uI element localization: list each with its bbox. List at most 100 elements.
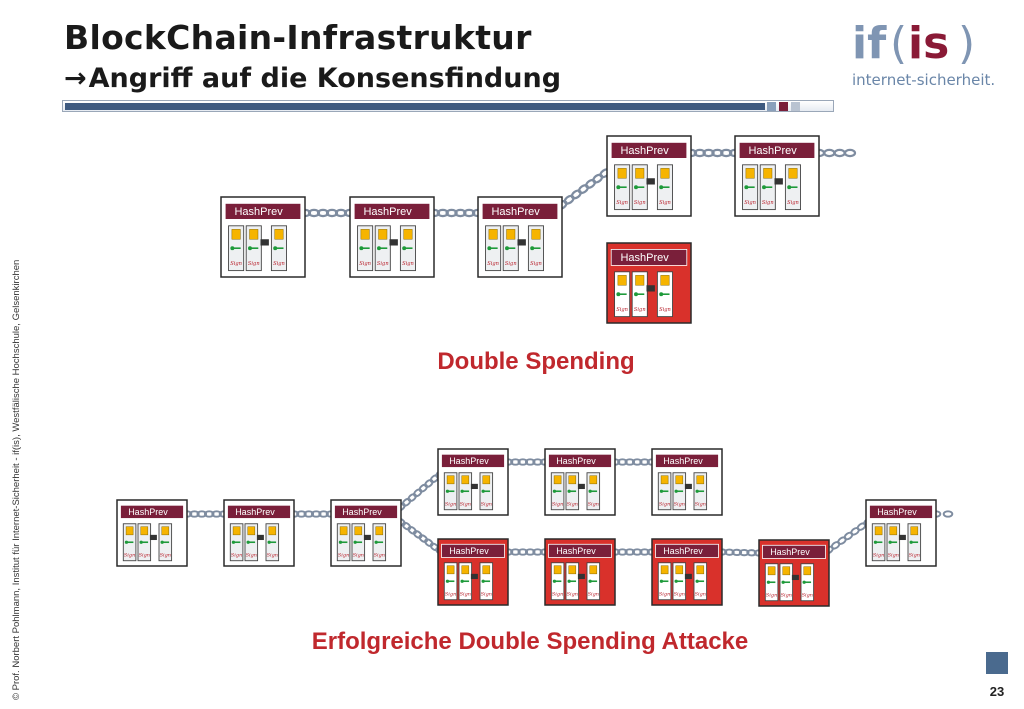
- key-icon-head: [481, 489, 485, 493]
- chain-link: [524, 458, 536, 466]
- sign-label: Sign: [273, 261, 285, 267]
- chain-link: [196, 510, 208, 518]
- ellipsis-marker: [684, 483, 692, 490]
- key-icon-head: [659, 185, 664, 190]
- sign-label: Sign: [588, 501, 599, 507]
- chain-link: [413, 488, 423, 498]
- sign-label: Sign: [481, 591, 492, 597]
- coin-icon: [461, 565, 470, 575]
- coin-icon: [249, 229, 259, 240]
- coin-icon: [635, 168, 645, 179]
- svg-text:is: is: [908, 18, 949, 69]
- key-icon-head: [445, 579, 450, 583]
- key-icon-head: [460, 489, 464, 493]
- chain-link: [693, 148, 706, 158]
- key-icon-head: [230, 246, 235, 251]
- logo-tagline: internet-sicherheit.: [852, 71, 996, 89]
- coin-icon: [617, 275, 627, 286]
- coin-icon: [161, 526, 170, 536]
- block-header: [655, 543, 719, 558]
- sign-label: Sign: [139, 552, 150, 558]
- ifis-logo: if ( is ): [852, 18, 975, 69]
- chain-link-connector: [427, 208, 485, 218]
- key-icon-head: [374, 540, 378, 544]
- coin-icon: [910, 526, 919, 536]
- sign-label: Sign: [230, 261, 242, 267]
- coin-icon: [660, 565, 669, 575]
- key-icon-head: [567, 489, 571, 493]
- key-icon-head: [530, 246, 535, 251]
- title-bar-square: [779, 102, 788, 111]
- chain-link: [524, 548, 536, 556]
- chain-link: [203, 510, 215, 518]
- chain-link: [510, 458, 521, 466]
- sign-label: Sign: [359, 261, 371, 267]
- sign-label: Sign: [160, 552, 171, 558]
- coin-icon: [553, 565, 562, 575]
- hashprev-label: HashPrev: [491, 206, 540, 218]
- chain-link: [412, 530, 423, 539]
- block-header: [224, 202, 302, 220]
- chain-link: [617, 548, 628, 556]
- key-icon-head: [160, 540, 164, 544]
- hashprev-label: HashPrev: [877, 507, 917, 517]
- key-icon-head: [873, 540, 878, 544]
- chain-link: [517, 548, 529, 556]
- key-icon-head: [567, 579, 571, 583]
- page-number-box: [986, 652, 1008, 674]
- coin-icon: [788, 168, 798, 179]
- coin-icon: [231, 229, 241, 240]
- sign-label: Sign: [445, 501, 456, 507]
- coin-icon: [660, 168, 670, 179]
- chain-link: [720, 148, 733, 158]
- chain-link: [318, 510, 329, 518]
- coin-icon: [635, 275, 645, 286]
- coin-icon: [461, 475, 470, 485]
- sign-label: Sign: [659, 307, 671, 313]
- sign-label: Sign: [402, 261, 414, 267]
- coin-icon: [488, 229, 498, 240]
- coin-icon: [767, 566, 776, 576]
- ellipsis-marker: [363, 534, 371, 541]
- chain-link: [711, 148, 724, 158]
- chain-link: [445, 208, 458, 218]
- coin-icon: [274, 229, 284, 240]
- chain-link: [942, 510, 954, 518]
- coin-icon: [568, 475, 577, 485]
- chain-link: [463, 208, 476, 218]
- page-subtitle: →Angriff auf die Konsensfindung: [64, 62, 561, 96]
- ellipsis-marker: [389, 239, 398, 246]
- key-icon-head: [588, 489, 592, 493]
- sign-label: Sign: [616, 307, 628, 313]
- sign-label: Sign: [659, 501, 670, 507]
- coin-icon: [675, 565, 684, 575]
- coin-icon: [675, 475, 684, 485]
- chain-link: [563, 194, 575, 205]
- coin-icon: [553, 475, 562, 485]
- coin-icon: [232, 526, 241, 536]
- hashprev-label: HashPrev: [234, 206, 283, 218]
- coin-icon: [660, 275, 670, 286]
- chain-link: [639, 458, 650, 466]
- coin-icon: [403, 229, 413, 240]
- chain-link: [823, 148, 836, 158]
- hashprev-label: HashPrev: [770, 547, 810, 557]
- key-icon-head: [634, 292, 638, 297]
- arrow-right-icon: →: [64, 63, 87, 94]
- chain-link-connector: [609, 458, 658, 466]
- key-icon-head: [353, 540, 357, 544]
- chain-link: [517, 458, 529, 466]
- chain-link: [418, 483, 428, 493]
- chain-link: [617, 458, 628, 466]
- chain-link: [296, 510, 307, 518]
- coin-icon: [268, 526, 277, 536]
- coin-icon: [506, 229, 516, 240]
- key-icon-head: [377, 246, 381, 251]
